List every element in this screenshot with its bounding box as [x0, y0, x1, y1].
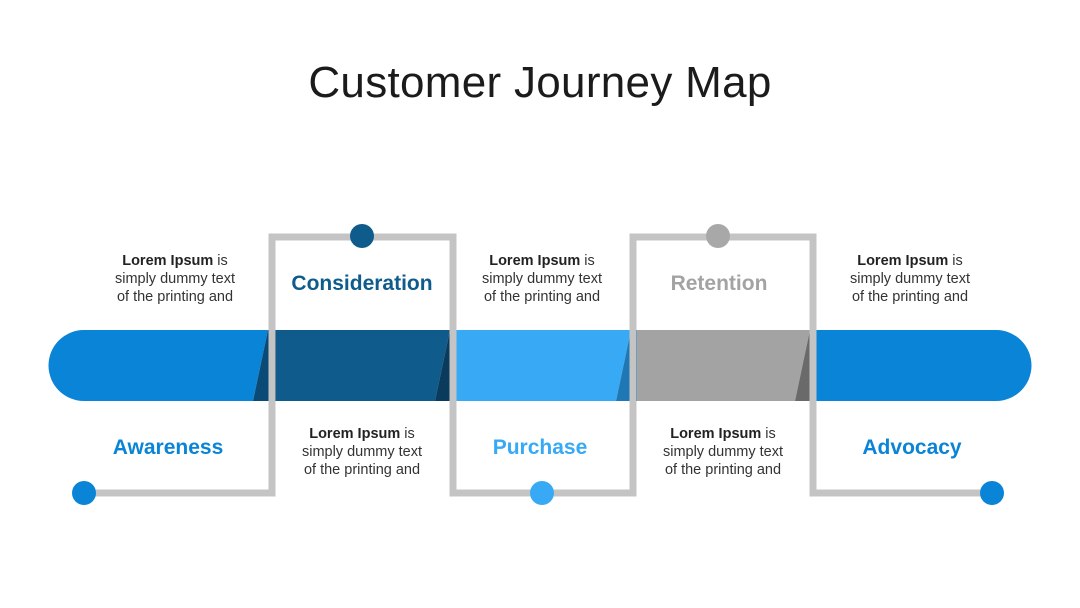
awareness-dot — [72, 481, 96, 505]
consideration-segment — [276, 330, 450, 401]
description-text: simply dummy text — [481, 271, 603, 287]
advocacy-segment — [816, 330, 1032, 401]
retention-dot — [706, 224, 730, 248]
description-bold: Lorem Ipsum — [489, 253, 581, 269]
stage-label-awareness: Awareness — [112, 436, 224, 459]
awareness-segment — [48, 330, 268, 401]
description-text: of the printing and — [664, 462, 782, 478]
stage-label-consideration: Consideration — [291, 272, 433, 295]
description-text: simply dummy text — [662, 444, 784, 460]
stage-label-retention: Retention — [670, 272, 768, 295]
description-awareness: Lorem Ipsum is simply dummy text of the … — [85, 252, 265, 306]
page-title: Customer Journey Map — [308, 58, 772, 107]
description-text: of the printing and — [303, 462, 421, 478]
description-bold: Lorem Ipsum — [309, 426, 401, 442]
description-text: simply dummy text — [301, 444, 423, 460]
description-text: simply dummy text — [849, 271, 971, 287]
description-text: is — [580, 253, 595, 269]
retention-segment — [637, 330, 810, 401]
consideration-dot — [350, 224, 374, 248]
description-retention: Lorem Ipsum is simply dummy text of the … — [633, 425, 813, 479]
description-bold: Lorem Ipsum — [857, 253, 949, 269]
description-advocacy: Lorem Ipsum is simply dummy text of the … — [820, 252, 1000, 306]
description-text: simply dummy text — [114, 271, 236, 287]
description-text: of the printing and — [116, 289, 234, 305]
description-bold: Lorem Ipsum — [670, 426, 762, 442]
description-text: of the printing and — [483, 289, 601, 305]
description-consideration: Lorem Ipsum is simply dummy text of the … — [272, 425, 452, 479]
description-purchase: Lorem Ipsum is simply dummy text of the … — [452, 252, 632, 306]
stage-label-purchase: Purchase — [492, 436, 588, 459]
description-text: is — [761, 426, 776, 442]
description-text: of the printing and — [851, 289, 969, 305]
purchase-segment — [456, 330, 631, 401]
description-text: is — [400, 426, 415, 442]
description-text: is — [213, 253, 228, 269]
description-bold: Lorem Ipsum — [122, 253, 214, 269]
description-text: is — [948, 253, 963, 269]
stage-label-advocacy: Advocacy — [862, 436, 962, 459]
advocacy-dot — [980, 481, 1004, 505]
purchase-dot — [530, 481, 554, 505]
